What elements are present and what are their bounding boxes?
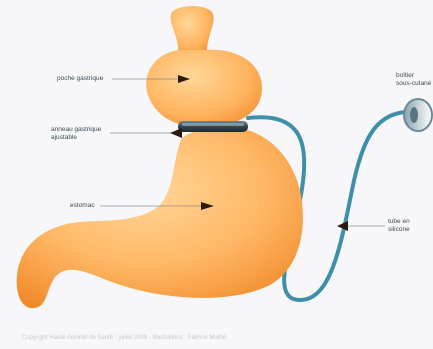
- label-boitier-line1: boîtier: [396, 72, 414, 80]
- esophagus: [170, 6, 213, 55]
- gastric-pouch: [146, 50, 262, 127]
- label-estomac: estomac: [70, 202, 95, 210]
- label-anneau-line1: anneau gastrique: [51, 126, 101, 134]
- copyright-credit: Copyright Haute Autorité de Santé - juil…: [22, 335, 226, 341]
- label-anneau-line2: ajustable: [51, 134, 77, 142]
- label-boitier-line2: sous-cutané: [396, 80, 431, 88]
- subcutaneous-port: [404, 99, 432, 131]
- label-poche-gastrique: poche gastrique: [57, 75, 103, 83]
- label-tube-line1: tube en: [388, 218, 410, 226]
- gastric-band: [178, 121, 248, 132]
- arrow-anneau: [170, 128, 182, 138]
- label-tube-line2: silicone: [388, 226, 410, 234]
- stomach: [17, 127, 303, 308]
